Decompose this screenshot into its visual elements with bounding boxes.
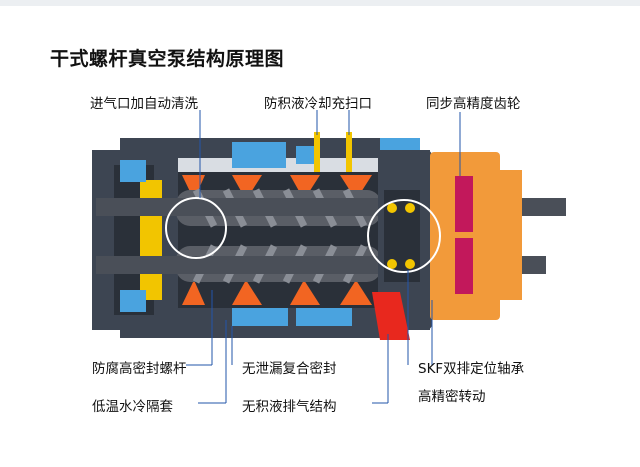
bearing-section (378, 150, 430, 330)
label-composite-seal: 无泄漏复合密封 (242, 361, 337, 377)
label-screw-rotor: 防腐高密封螺杆 (92, 361, 187, 377)
label-precision-rotation: 高精密转动 (418, 389, 486, 405)
exhaust-path (372, 292, 410, 340)
label-skf-bearing: SKF双排定位轴承 (418, 361, 525, 377)
leader-lines (186, 110, 461, 404)
label-water-jacket: 低温水冷隔套 (92, 399, 173, 415)
label-exhaust-structure: 无积液排气结构 (242, 399, 337, 415)
top-strip (0, 0, 640, 6)
label-purge-port: 防积液冷却充扫口 (264, 96, 372, 112)
gear-housing (430, 152, 522, 320)
diagram-title: 干式螺杆真空泵结构原理图 (50, 48, 285, 70)
highlight-circles (165, 197, 441, 273)
label-sync-gear: 同步高精度齿轮 (426, 96, 521, 112)
purge-ports (314, 132, 352, 172)
label-intake-cleaning: 进气口加自动清洗 (90, 96, 198, 112)
